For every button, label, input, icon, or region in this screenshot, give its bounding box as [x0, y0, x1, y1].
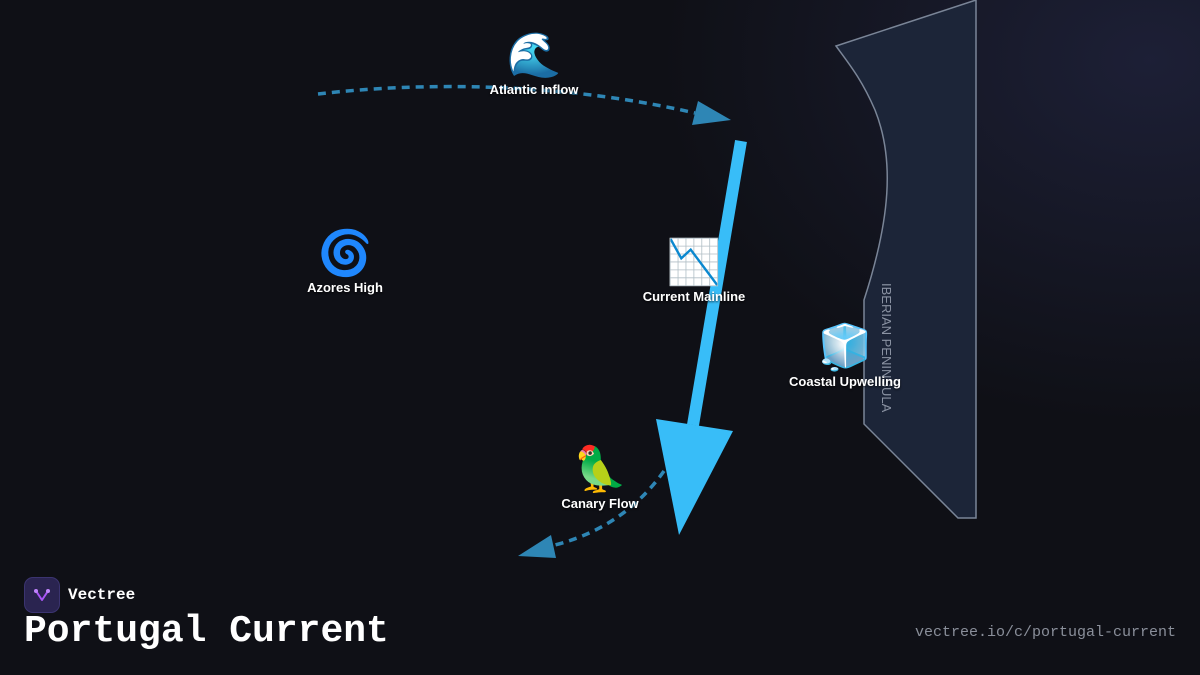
node-atlantic-inflow[interactable]: 🌊 Atlantic Inflow — [489, 30, 579, 98]
vectree-logo-icon — [24, 577, 60, 613]
page-url[interactable]: vectree.io/c/portugal-current — [914, 624, 1176, 641]
node-label: Current Mainline — [642, 289, 746, 304]
atlantic-inflow-arrowhead — [692, 101, 731, 125]
cyclone-icon: 🌀 — [317, 228, 373, 279]
node-azores-high[interactable]: 🌀 Azores High — [307, 228, 383, 296]
iberian-peninsula-label: IBERIAN PENINSULA — [879, 283, 894, 413]
iberian-peninsula-shape — [834, 0, 977, 519]
canary-flow-arrow — [554, 469, 666, 547]
node-current-mainline[interactable]: 📉 Current Mainline — [642, 237, 746, 305]
chart-decreasing-icon: 📉 — [666, 237, 722, 288]
parrot-icon: 🦜 — [572, 444, 628, 495]
brand-name: Vectree — [68, 586, 136, 604]
node-canary-flow[interactable]: 🦜 Canary Flow — [561, 444, 639, 512]
ocean-wave-icon: 🌊 — [506, 30, 562, 81]
node-label: Coastal Upwelling — [789, 374, 901, 389]
node-coastal-upwelling[interactable]: 🧊 Coastal Upwelling — [789, 322, 901, 390]
atlantic-inflow-arrow — [317, 84, 696, 115]
current-mainline-arrow — [687, 140, 747, 426]
brand[interactable]: Vectree — [24, 577, 135, 613]
current-mainline-arrowhead — [656, 419, 733, 535]
ice-cube-icon: 🧊 — [817, 322, 873, 373]
node-label: Canary Flow — [561, 496, 639, 511]
node-label: Atlantic Inflow — [489, 82, 579, 97]
page-title: Portugal Current — [24, 610, 389, 653]
canary-flow-arrowhead — [518, 535, 556, 558]
node-label: Azores High — [307, 280, 383, 295]
